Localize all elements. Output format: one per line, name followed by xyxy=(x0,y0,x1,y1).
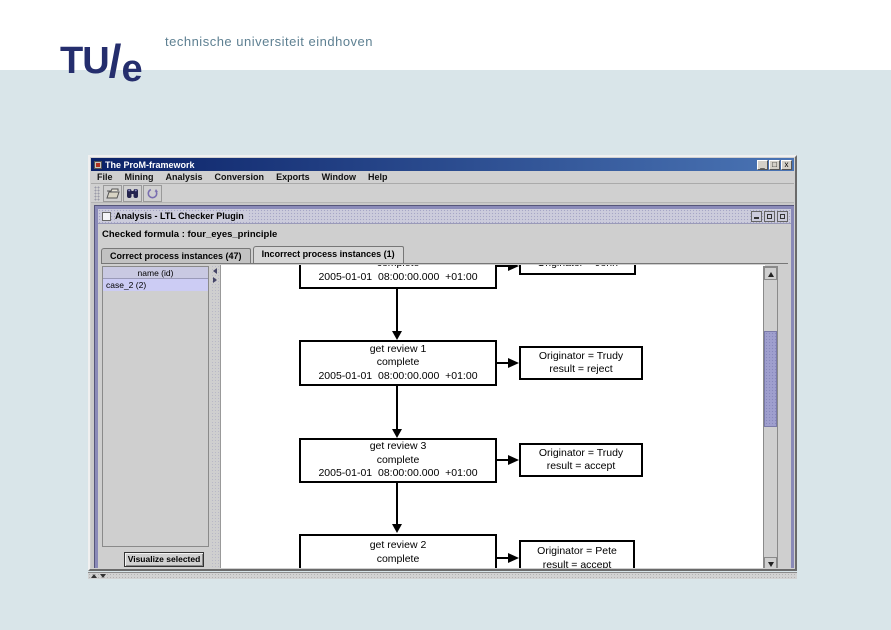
instance-list-panel: name (id) case_2 (2) Visualize selected xyxy=(101,265,211,568)
attr-line: Originator = Trudy xyxy=(538,446,624,459)
event-line: complete xyxy=(376,356,420,369)
tab-incorrect-instances[interactable]: Incorrect process instances (1) xyxy=(252,246,404,263)
attr-line: Originator = Trudy xyxy=(538,349,624,362)
menu-conversion[interactable]: Conversion xyxy=(214,172,265,182)
tab-content: name (id) case_2 (2) Visualize selected xyxy=(101,263,788,568)
event-line: 2005-01-01 08:00:00.000 +01:00 xyxy=(318,467,478,480)
refresh-icon xyxy=(147,188,158,198)
event-node-0: complete 2005-01-01 08:00:00.000 +01:00 xyxy=(299,265,497,289)
strip-up-arrow-icon[interactable] xyxy=(91,574,97,578)
attr-line: Originator = John xyxy=(537,265,618,270)
arrowhead-icon xyxy=(392,524,402,533)
logo-e-text: e xyxy=(121,48,143,90)
frame-maximize-button[interactable] xyxy=(764,210,775,222)
event-line: get review 2 xyxy=(369,539,427,551)
attr-line: result = reject xyxy=(549,363,613,375)
minimize-button[interactable]: _ xyxy=(757,159,768,170)
instance-list-row-selected[interactable]: case_2 (2) xyxy=(103,279,208,291)
event-node-2: get review 3 complete 2005-01-01 08:00:0… xyxy=(299,438,497,483)
edge-line xyxy=(497,362,509,364)
frame-iconify-button[interactable] xyxy=(751,210,762,222)
frame-document-icon xyxy=(102,211,111,221)
vertical-scrollbar[interactable] xyxy=(763,266,778,568)
frame-title: Analysis - LTL Checker Plugin xyxy=(115,211,248,221)
attr-node-0: Originator = John xyxy=(519,265,636,275)
menu-mining[interactable]: Mining xyxy=(124,172,154,182)
split-pane-divider[interactable] xyxy=(211,265,220,568)
menu-file[interactable]: File xyxy=(97,172,113,182)
process-diagram-canvas: complete 2005-01-01 08:00:00.000 +01:00 … xyxy=(220,265,765,568)
event-line: 2005-01-01 08:00:00.000 +01:00 xyxy=(318,270,478,283)
arrowhead-icon xyxy=(508,265,519,271)
edge-line xyxy=(497,557,509,559)
edge-line xyxy=(396,289,398,332)
event-line: get review 1 xyxy=(369,342,427,355)
event-line: get review 3 xyxy=(369,440,427,453)
menu-exports[interactable]: Exports xyxy=(276,172,310,182)
university-subtitle: technische universiteit eindhoven xyxy=(165,34,374,49)
event-line: 2005-01-01 08:00:00.000 +01:00 xyxy=(318,369,478,382)
event-node-1: get review 1 complete 2005-01-01 08:00:0… xyxy=(299,340,497,386)
tool-bar xyxy=(91,184,794,203)
ltl-checker-frame: Analysis - LTL Checker Plugin Checked fo… xyxy=(94,205,794,568)
menu-analysis[interactable]: Analysis xyxy=(165,172,203,182)
visualize-selected-button[interactable]: Visualize selected xyxy=(124,552,204,567)
edge-line xyxy=(396,483,398,525)
search-button[interactable] xyxy=(123,184,142,202)
open-file-button[interactable] xyxy=(103,184,122,202)
event-line: complete xyxy=(377,265,420,271)
instance-list-header: name (id) xyxy=(103,267,208,279)
instance-list: name (id) case_2 (2) xyxy=(102,266,209,547)
splitter-collapse-left-icon[interactable] xyxy=(213,268,217,274)
attr-line: result = accept xyxy=(542,558,612,569)
event-line: complete xyxy=(376,552,420,565)
refresh-button[interactable] xyxy=(143,184,162,202)
close-button[interactable]: x xyxy=(781,159,792,170)
scrollbar-thumb[interactable] xyxy=(764,331,777,427)
attr-node-3: Originator = Pete result = accept xyxy=(519,540,635,568)
frame-titlebar[interactable]: Analysis - LTL Checker Plugin xyxy=(98,209,791,224)
logo-slash: / xyxy=(108,35,122,87)
event-line: complete xyxy=(376,453,420,466)
app-icon xyxy=(94,160,102,169)
edge-line xyxy=(497,265,509,267)
menu-bar: File Mining Analysis Conversion Exports … xyxy=(91,171,794,184)
restore-button[interactable]: □ xyxy=(769,159,780,170)
mdi-desktop: Analysis - LTL Checker Plugin Checked fo… xyxy=(91,203,794,568)
window-title: The ProM-framework xyxy=(105,159,195,170)
menu-help[interactable]: Help xyxy=(368,172,388,182)
attr-line: Originator = Pete xyxy=(537,545,617,557)
scroll-down-icon[interactable] xyxy=(764,557,777,568)
edge-line xyxy=(497,459,509,461)
attr-node-1: Originator = Trudy result = reject xyxy=(519,346,643,380)
menu-window[interactable]: Window xyxy=(321,172,356,182)
strip-down-arrow-icon[interactable] xyxy=(100,574,106,578)
prom-application-window: The ProM-framework _ □ x File Mining Ana… xyxy=(88,155,797,571)
splitter-collapse-right-icon[interactable] xyxy=(213,277,217,283)
tab-correct-instances[interactable]: Correct process instances (47) xyxy=(101,248,251,263)
attr-line: result = accept xyxy=(546,460,616,472)
scroll-up-icon[interactable] xyxy=(764,267,777,280)
event-node-3: get review 2 complete xyxy=(299,534,497,568)
result-tabs: Correct process instances (47) Incorrect… xyxy=(101,246,406,263)
search-icon xyxy=(127,189,138,198)
frame-close-button[interactable] xyxy=(777,210,788,222)
edge-line xyxy=(396,386,398,430)
logo-tu-text: TU xyxy=(60,40,110,82)
arrowhead-icon xyxy=(392,331,402,340)
bottom-status-strip xyxy=(88,572,797,579)
checked-formula-label: Checked formula : four_eyes_principle xyxy=(102,229,278,240)
arrowhead-icon xyxy=(508,358,519,368)
arrowhead-icon xyxy=(508,455,519,465)
toolbar-drag-handle[interactable] xyxy=(94,185,100,201)
arrowhead-icon xyxy=(508,553,519,563)
visualize-selected-label: Visualize selected xyxy=(127,554,201,564)
attr-node-2: Originator = Trudy result = accept xyxy=(519,443,643,477)
window-titlebar[interactable]: The ProM-framework _ □ x xyxy=(91,158,794,171)
arrowhead-icon xyxy=(392,429,402,438)
open-file-icon xyxy=(105,188,120,198)
tue-logo: TU/e xyxy=(60,30,143,90)
